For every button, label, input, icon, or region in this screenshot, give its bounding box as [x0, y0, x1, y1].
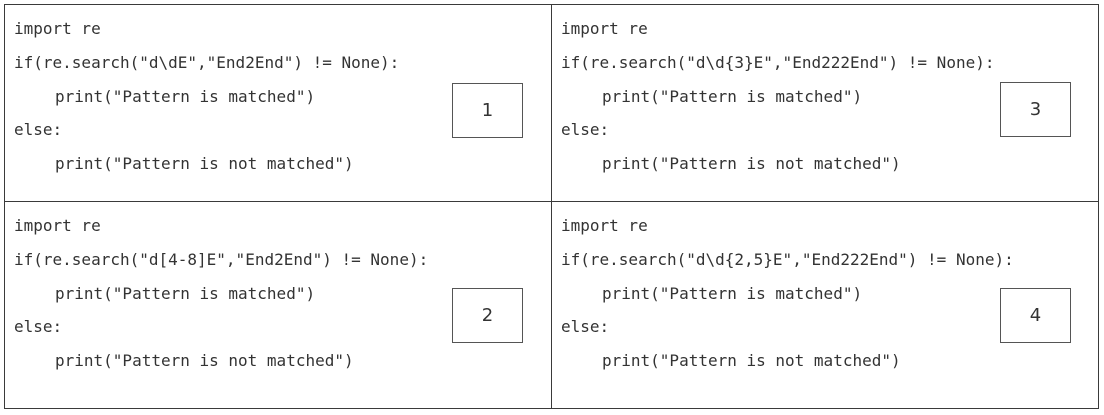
code-line-print-not-matched: print("Pattern is not matched")	[55, 154, 354, 173]
code-line-import: import re	[14, 19, 101, 38]
panel-number-box: 3	[1000, 82, 1071, 137]
code-line-print-matched: print("Pattern is matched")	[602, 284, 863, 303]
code-panel-2: import re if(re.search("d[4-8]E","End2En…	[5, 202, 552, 408]
code-line-if: if(re.search("d\d{3}E","End222End") != N…	[561, 53, 995, 72]
panel-number-box: 1	[452, 83, 523, 138]
code-line-else: else:	[14, 120, 63, 139]
code-line-if: if(re.search("d\d{2,5}E","End222End") !=…	[561, 250, 1014, 269]
code-line-print-not-matched: print("Pattern is not matched")	[55, 351, 354, 370]
code-line-print-matched: print("Pattern is matched")	[55, 87, 316, 106]
code-line-print-not-matched: print("Pattern is not matched")	[602, 351, 901, 370]
panel-number-box: 2	[452, 288, 523, 343]
code-line-else: else:	[14, 317, 63, 336]
code-line-import: import re	[14, 216, 101, 235]
panel-number-box: 4	[1000, 288, 1071, 343]
code-panel-1: import re if(re.search("d\dE","End2End")…	[5, 5, 552, 202]
code-panels-grid: import re if(re.search("d\dE","End2End")…	[4, 4, 1099, 409]
code-line-print-matched: print("Pattern is matched")	[55, 284, 316, 303]
code-panel-3: import re if(re.search("d\d{3}E","End222…	[552, 5, 1098, 202]
code-line-print-not-matched: print("Pattern is not matched")	[602, 154, 901, 173]
code-line-import: import re	[561, 216, 648, 235]
code-line-if: if(re.search("d\dE","End2End") != None):	[14, 53, 400, 72]
code-line-print-matched: print("Pattern is matched")	[602, 87, 863, 106]
code-line-else: else:	[561, 120, 610, 139]
code-line-import: import re	[561, 19, 648, 38]
code-line-if: if(re.search("d[4-8]E","End2End") != Non…	[14, 250, 429, 269]
code-panel-4: import re if(re.search("d\d{2,5}E","End2…	[552, 202, 1098, 408]
code-line-else: else:	[561, 317, 610, 336]
